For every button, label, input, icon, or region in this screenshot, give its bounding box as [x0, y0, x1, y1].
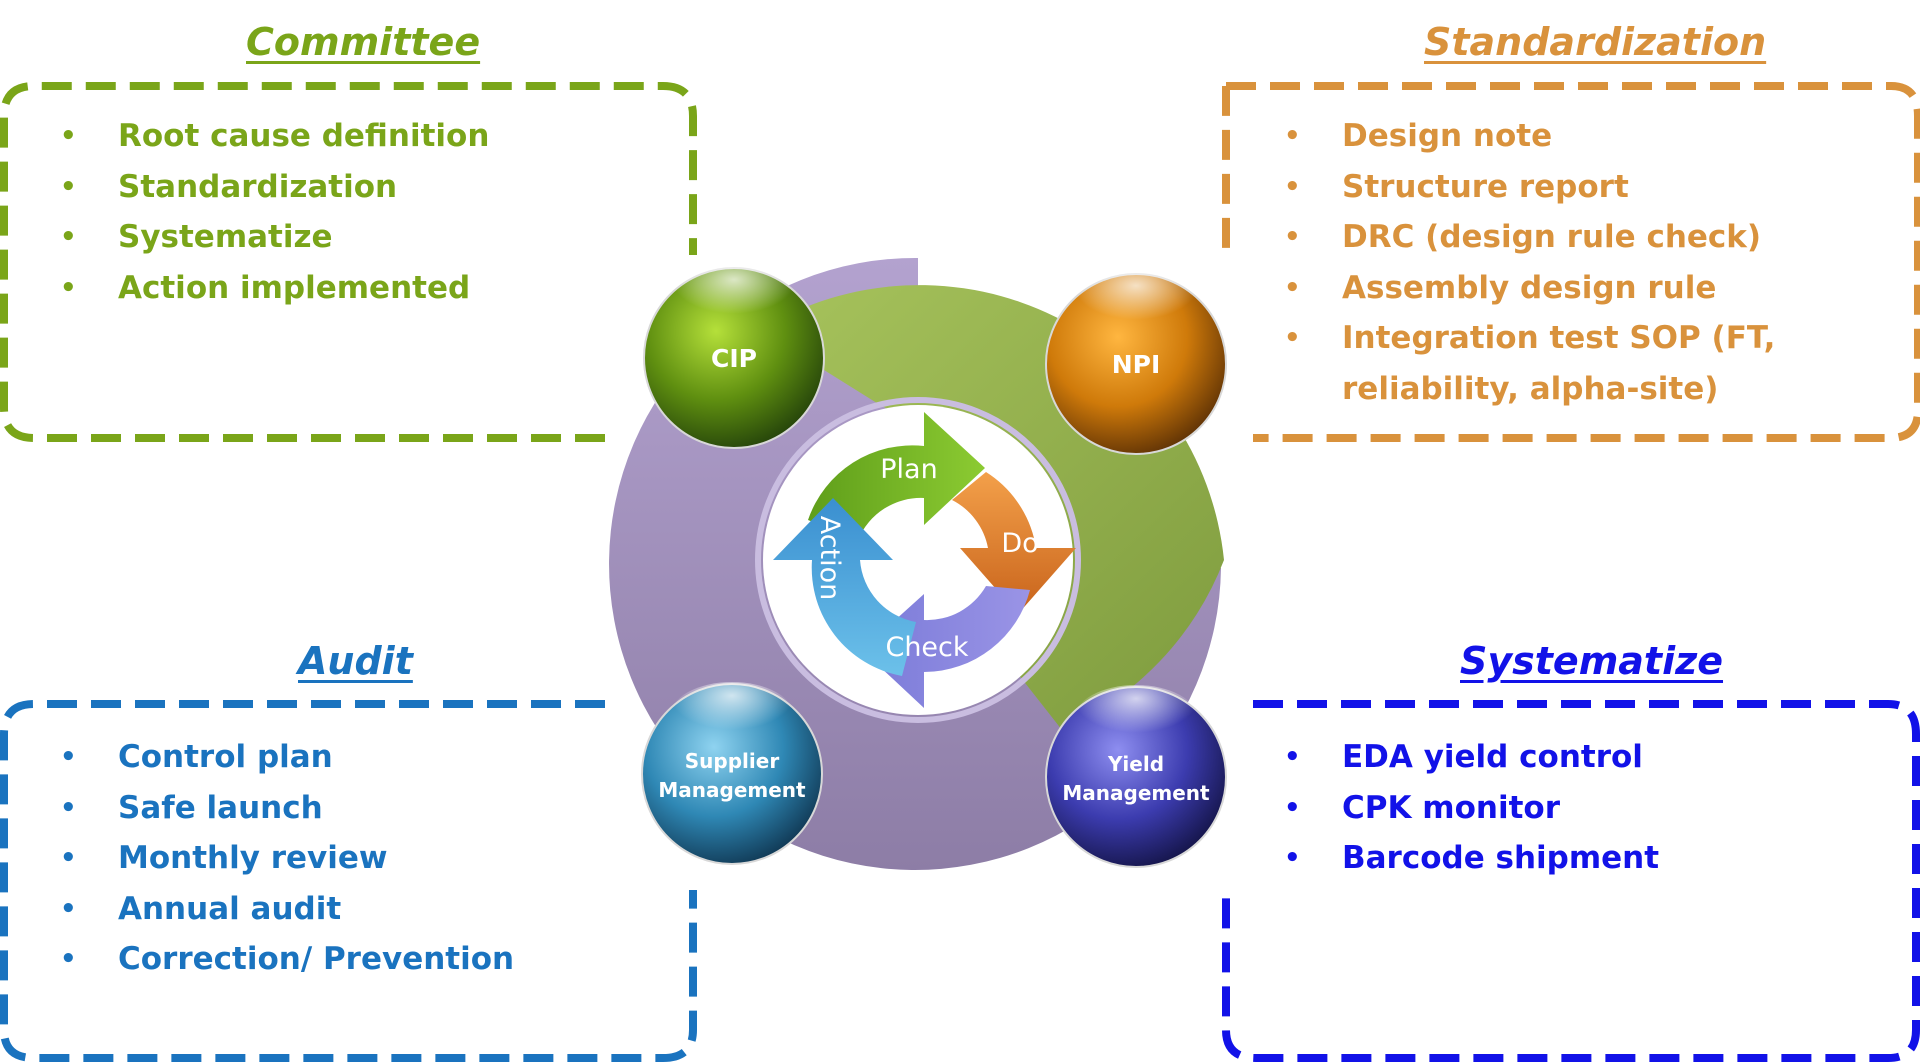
audit-list: Control plan Safe launch Monthly review …: [58, 732, 514, 985]
list-item: Action implemented: [58, 263, 489, 314]
do-label: Do: [1001, 528, 1038, 559]
list-item: DRC (design rule check): [1282, 212, 1775, 263]
list-item: Root cause definition: [58, 111, 489, 162]
audit-title: Audit: [298, 639, 413, 683]
list-item: Safe launch: [58, 783, 514, 834]
audit-frame: [0, 700, 697, 1062]
supplier-management-label: Management: [658, 778, 806, 802]
committee-list: Root cause definition Standardization Sy…: [58, 111, 489, 313]
committee-title: Committee: [246, 20, 481, 64]
list-item: Assembly design rule: [1282, 263, 1775, 314]
list-item: Annual audit: [58, 884, 514, 935]
systematize-frame: [1222, 700, 1920, 1062]
supplier-management-sphere: Supplier Management: [641, 682, 823, 865]
yield-management-sphere: Yield Management: [1045, 685, 1227, 868]
cip-sphere: CIP: [643, 266, 825, 449]
list-item-continuation: reliability, alpha-site): [1342, 370, 1719, 407]
npi-label: NPI: [1112, 350, 1161, 379]
plan-arrow: [808, 412, 985, 540]
check-arrow: [862, 586, 1030, 708]
standardization-title: Standardization: [1424, 20, 1767, 64]
list-item: Structure report: [1282, 162, 1775, 213]
list-item: Monthly review: [58, 833, 514, 884]
action-label: Action: [814, 516, 845, 601]
cip-label: CIP: [711, 344, 757, 373]
npi-sphere: NPI: [1045, 272, 1227, 455]
standardization-list: Design note Structure report DRC (design…: [1282, 111, 1775, 414]
committee-frame: [0, 82, 697, 442]
list-item: EDA yield control: [1282, 732, 1659, 783]
list-item: Integration test SOP (FT,: [1282, 313, 1775, 364]
systematize-title: Systematize: [1460, 639, 1724, 683]
systematize-list: EDA yield control CPK monitor Barcode sh…: [1282, 732, 1659, 884]
list-item: CPK monitor: [1282, 783, 1659, 834]
list-item: Systematize: [58, 212, 489, 263]
list-item: Design note: [1282, 111, 1775, 162]
check-label: Check: [885, 632, 968, 663]
do-arrow: [952, 472, 1076, 614]
list-item: Control plan: [58, 732, 514, 783]
action-arrow: [773, 498, 916, 676]
yield-management-label: Management: [1062, 781, 1210, 805]
standardization-frame: [1226, 82, 1920, 442]
supplier-label: Supplier: [685, 749, 780, 773]
pdca-cycle: Plan Do Check Action: [773, 412, 1076, 708]
yield-label: Yield: [1107, 752, 1164, 776]
inner-ring-outline: [755, 397, 1081, 723]
list-item: Barcode shipment: [1282, 833, 1659, 884]
list-item: Standardization: [58, 162, 489, 213]
plan-label: Plan: [880, 454, 937, 485]
list-item: Correction/ Prevention: [58, 934, 514, 985]
